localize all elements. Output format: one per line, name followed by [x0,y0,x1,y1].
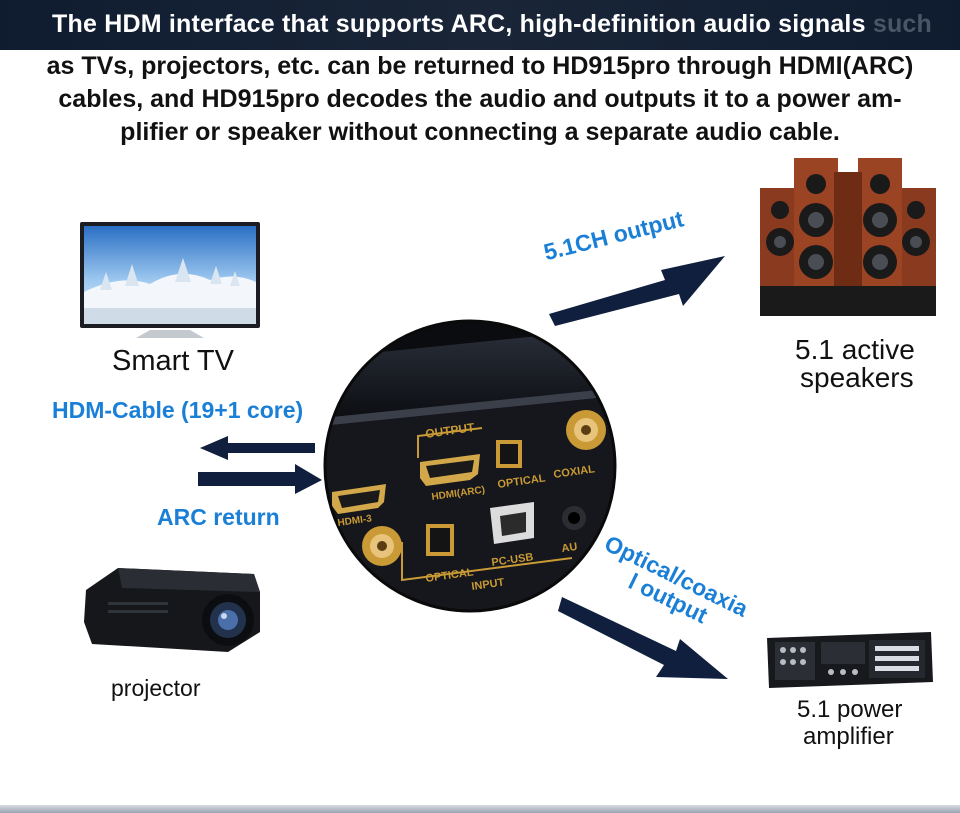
arc-return-label: ARC return [157,504,280,530]
description-line-3: cables, and HD915pro decodes the audio a… [58,85,902,113]
panel-output-title: OUTPUT [424,420,475,441]
panel-pc-usb: PC-USB [491,551,534,569]
amplifier-label-line1: 5.1 power [797,696,903,723]
header-line-1-tail: such [872,10,932,38]
amplifier-image [767,632,933,688]
amplifier-label-line2: amplifier [803,723,894,750]
description-line-4: plifier or speaker without connecting a … [120,118,840,146]
panel-aux: AU [561,541,578,555]
header-line-1-text: The HDM interface that supports ARC, hig… [52,10,866,38]
projector-label: projector [111,675,201,701]
header-line-1: The HDM interface that supports ARC, hig… [52,10,932,39]
output-51-arrow [549,256,725,326]
bottom-divider [0,805,960,813]
hdmi-arrow-left [200,436,315,460]
optical-output-arrow [558,597,728,679]
speakers-image [760,158,936,316]
description-line-2: as TVs, projectors, etc. can be returned… [46,52,914,80]
hdmi-arrows [198,436,322,494]
panel-input-title: INPUT [471,576,506,593]
speakers-label-line1: 5.1 active [795,334,915,365]
smart-tv-label: Smart TV [112,345,234,377]
panel-hdmi3: HDMI-3 [337,513,373,529]
hd915pro-panel-image: OUTPUT HDMI(ARC) OPTICAL COXIAL HDMI-3 O… [323,319,617,613]
arc-arrow-right [198,464,322,494]
panel-coaxial-out: COXIAL [553,463,596,481]
hdmi-cable-label: HDM-Cable (19+1 core) [52,397,304,423]
description-paragraph: as TVs, projectors, etc. can be returned… [30,50,930,149]
smart-tv-image [80,222,260,338]
header-band [0,0,960,50]
projector-image [84,568,260,652]
speakers-label-line2: speakers [800,362,914,393]
